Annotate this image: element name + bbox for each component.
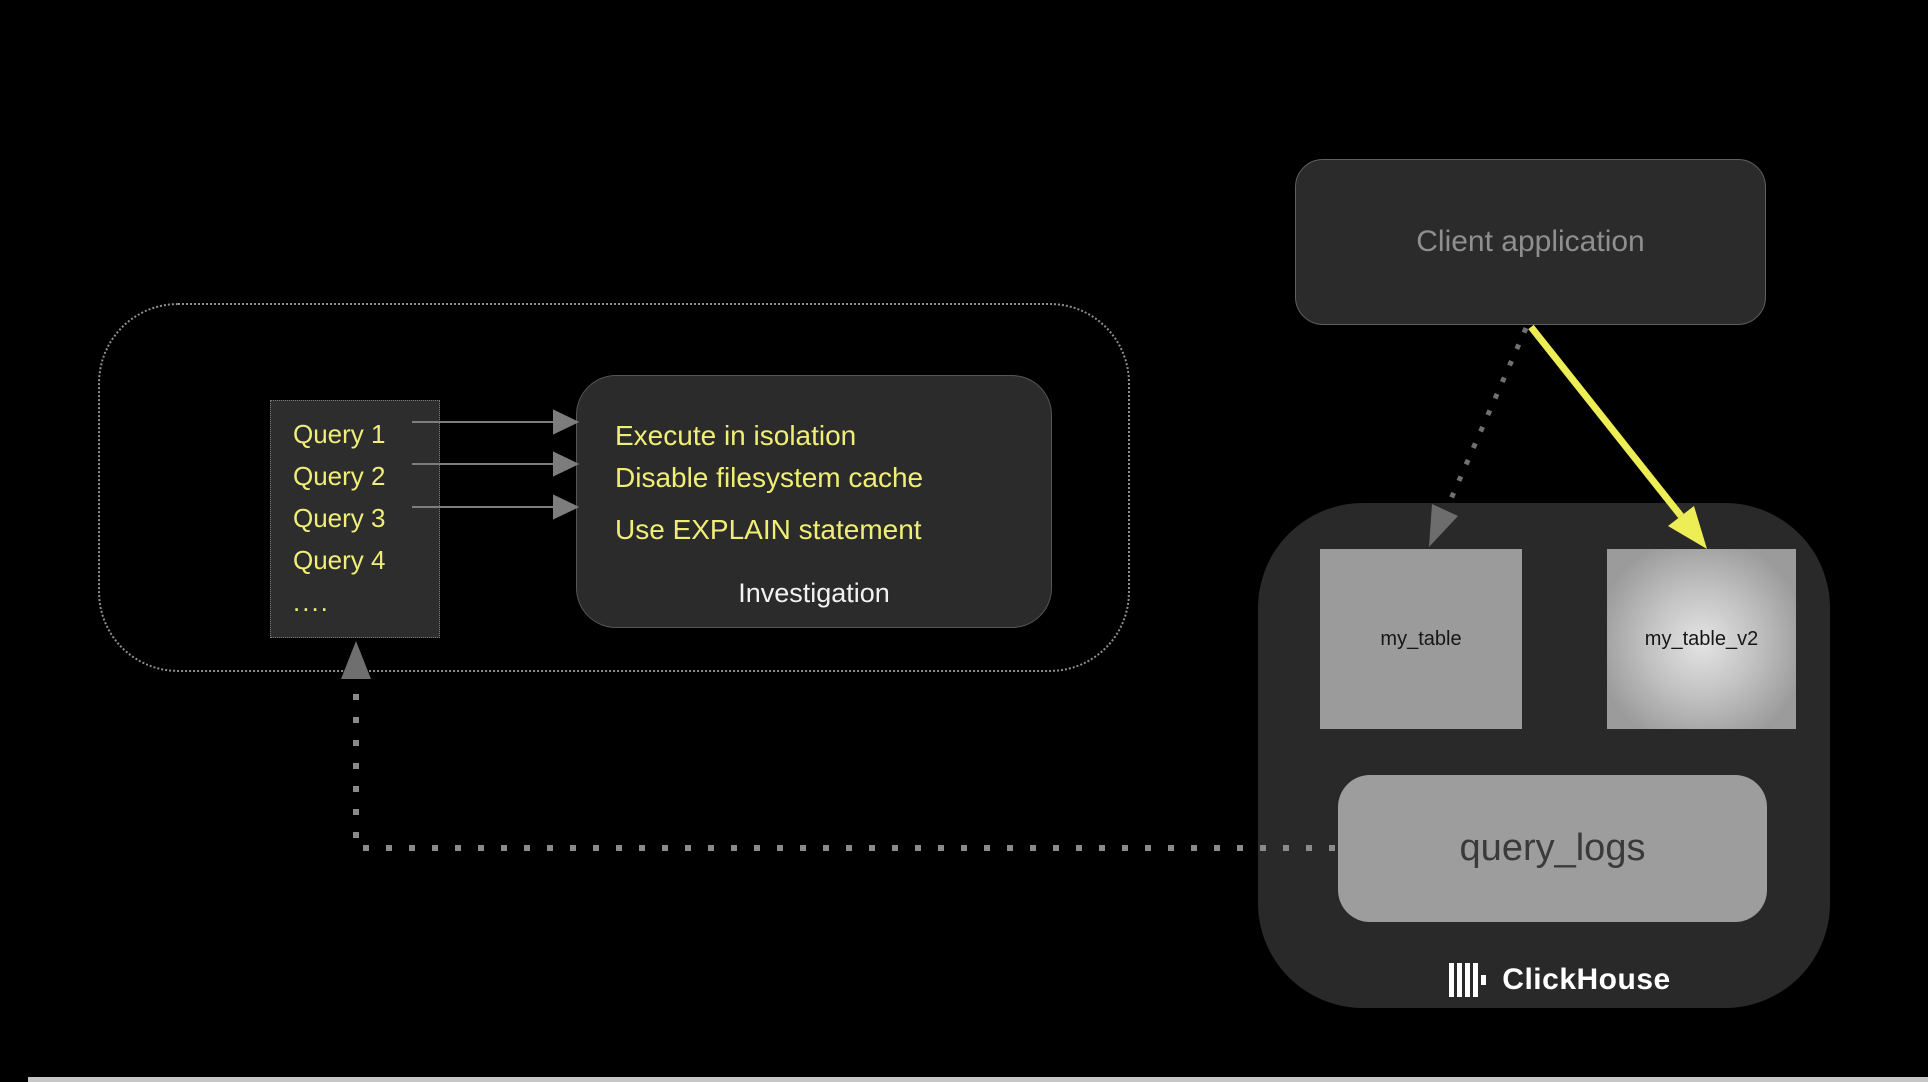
query-item-ellipsis: .... — [293, 587, 330, 617]
client-to-mytablev2-line — [1528, 324, 1684, 519]
investigation-label: Investigation — [738, 578, 890, 608]
my-table-label: my_table — [1380, 627, 1462, 650]
investigation-box: Execute in isolation Disable filesystem … — [576, 375, 1052, 628]
clickhouse-brand-label: ClickHouse — [1502, 963, 1671, 996]
querylogs-to-queries-arrow — [341, 641, 1336, 851]
clickhouse-container: my_table my_table_v2 query_logs ClickHou… — [1258, 503, 1830, 1008]
my-table-v2-label: my_table_v2 — [1644, 627, 1759, 650]
query-logs-label: query_logs — [1459, 827, 1646, 869]
my-table-box: my_table — [1320, 549, 1522, 729]
query-item: Query 4 — [293, 545, 386, 575]
investigation-tip: Use EXPLAIN statement — [615, 514, 922, 545]
query-list-box: Query 1 Query 2 Query 3 Query 4 .... — [270, 400, 440, 638]
client-to-mytable-line — [1444, 326, 1529, 510]
my-table-v2-box: my_table_v2 — [1607, 549, 1796, 729]
investigation-tip: Execute in isolation — [615, 420, 857, 451]
investigation-tip: Disable filesystem cache — [615, 462, 924, 493]
clickhouse-logo-icon — [1449, 963, 1487, 997]
query-item: Query 2 — [293, 461, 386, 491]
query-item: Query 1 — [293, 419, 386, 449]
bottom-edge-strip — [28, 1077, 1928, 1082]
query-logs-box: query_logs — [1338, 775, 1767, 922]
investigation-group-outline — [98, 303, 1130, 672]
query-item: Query 3 — [293, 503, 386, 533]
client-application-box: Client application — [1295, 159, 1766, 325]
client-application-label: Client application — [1416, 225, 1645, 258]
clickhouse-brand: ClickHouse — [1274, 963, 1846, 997]
querylogs-to-queries-line — [353, 694, 1336, 851]
